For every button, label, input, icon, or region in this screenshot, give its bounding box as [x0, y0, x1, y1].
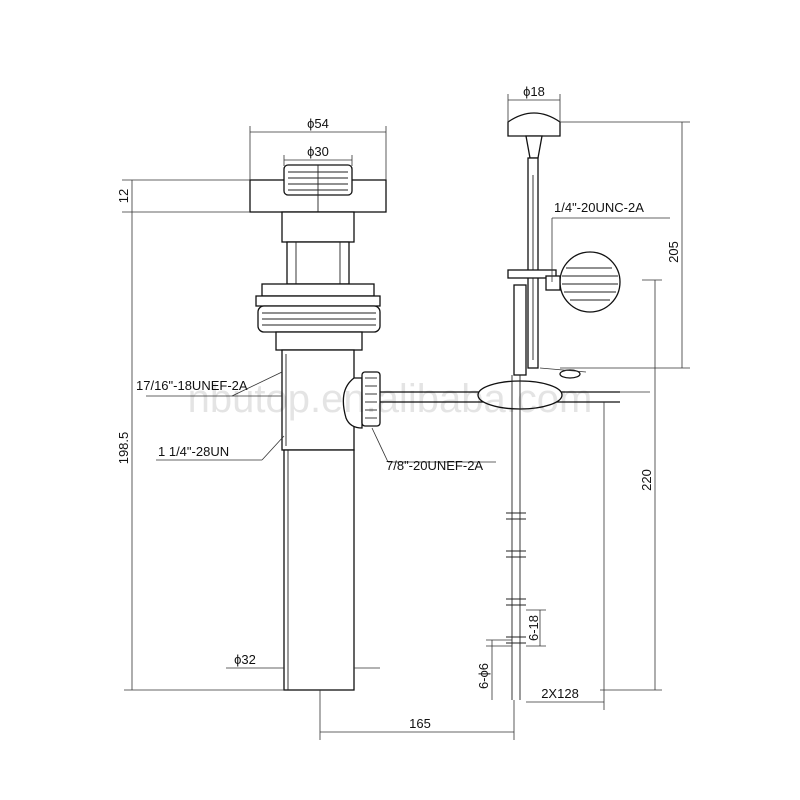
label-rod-height: 205 [666, 241, 681, 263]
drain-lock-nut [261, 283, 375, 297]
label-hole-diameter: 6-ϕ6 [476, 663, 491, 689]
label-linkage-height: 220 [639, 469, 654, 491]
label-rod-thread: 1/4"-20UNC-2A [554, 200, 644, 215]
lift-rod-knob [507, 112, 561, 137]
pivot-rod-assembly [380, 112, 621, 700]
drain-side-port [342, 377, 363, 429]
watermark-text: nbutop.en.alibaba.com [188, 377, 593, 421]
thumb-screw [559, 251, 621, 313]
label-inner-diameter: ϕ30 [307, 144, 329, 159]
label-total-height: 198.5 [116, 432, 131, 465]
drain-washer [255, 295, 381, 307]
strap-holes [506, 512, 526, 644]
thumb-screw-shank [545, 275, 561, 291]
label-rod-knob-diameter: ϕ18 [523, 84, 545, 99]
clevis-bracket [507, 269, 557, 279]
pivot-rod-clip [559, 369, 581, 379]
label-upper-thread: 17/16"-18UNEF-2A [136, 378, 248, 393]
drain-tailpiece [283, 449, 355, 691]
label-hole-spacing: 6-18 [526, 615, 541, 641]
drain-neck [281, 211, 355, 243]
label-outer-diameter: ϕ54 [307, 116, 329, 131]
clevis-strap [513, 284, 527, 376]
label-hole-pitch: 2X128 [541, 686, 579, 701]
lift-rod-collar [525, 135, 543, 159]
dimension-lines [122, 94, 690, 740]
label-side-thread: 7/8"-20UNEF-2A [386, 458, 483, 473]
label-lower-thread: 1 1/4"-28UN [158, 444, 229, 459]
label-horizontal-length: 165 [409, 716, 431, 731]
drain-body [249, 164, 387, 691]
label-bottom-diameter: ϕ32 [234, 652, 256, 667]
label-flange-thickness: 12 [116, 189, 131, 203]
drain-side-nut [361, 371, 381, 427]
drain-collar [275, 331, 363, 351]
